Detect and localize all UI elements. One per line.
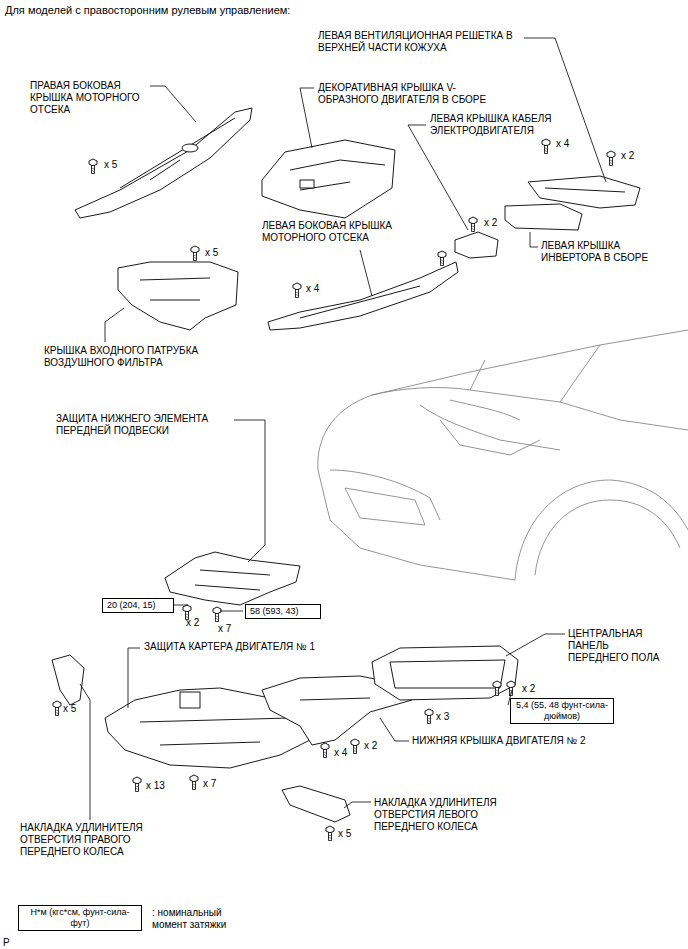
bolt-count: x 4 — [306, 283, 319, 295]
bolt-count: x 3 — [436, 711, 449, 723]
bolt-count: x 2 — [364, 740, 377, 752]
part-label: КРЫШКА ВХОДНОГО ПАТРУБКА ВОЗДУШНОГО ФИЛЬ… — [44, 345, 216, 369]
part-label: НАКЛАДКА УДЛИНИТЕЛЯ ОТВЕРСТИЯ ЛЕВОГО ПЕР… — [374, 797, 514, 833]
bolt-count: x 2 — [621, 150, 634, 162]
torque-value: 58 (593, 43) — [250, 606, 316, 617]
bolt-count: x 4 — [556, 138, 569, 150]
torque-box: 20 (204, 15) — [102, 598, 174, 613]
bolt-count: x 7 — [218, 623, 231, 635]
part-label: P — [3, 937, 10, 949]
bolt-count: x 5 — [63, 703, 76, 715]
bolt-count: x 5 — [104, 159, 117, 171]
part-label: ЛЕВАЯ БОКОВАЯ КРЫШКА МОТОРНОГО ОТСЕКА — [262, 220, 412, 244]
part-label: ДЕКОРАТИВНАЯ КРЫШКА V-ОБРАЗНОГО ДВИГАТЕЛ… — [318, 82, 516, 106]
torque-value: Н*м (кгс*см, фунт-сила-фут) — [23, 907, 137, 929]
part-label: НИЖНЯЯ КРЫШКА ДВИГАТЕЛЯ № 2 — [412, 735, 632, 747]
car-outline — [318, 330, 688, 580]
bolt-count: x 4 — [334, 747, 347, 759]
bolt-count: x 2 — [484, 217, 497, 229]
part-label: ЦЕНТРАЛЬНАЯ ПАНЕЛЬ ПЕРЕДНЕГО ПОЛА — [568, 628, 668, 664]
part-label: ЗАЩИТА КАРТЕРА ДВИГАТЕЛЯ № 1 — [144, 641, 364, 653]
part-shapes — [52, 108, 640, 822]
part-label: ЛЕВАЯ КРЫШКА ИНВЕРТОРА В СБОРЕ — [541, 240, 666, 264]
part-label: НАКЛАДКА УДЛИНИТЕЛЯ ОТВЕРСТИЯ ПРАВОГО ПЕ… — [20, 822, 165, 858]
part-label: ПРАВАЯ БОКОВАЯ КРЫШКА МОТОРНОГО ОТСЕКА — [30, 80, 148, 116]
part-label: : номинальный момент затяжки — [152, 907, 242, 931]
diagram-title: Для моделей с правосторонним рулевым упр… — [5, 4, 290, 17]
torque-value: 20 (204, 15) — [107, 600, 169, 611]
part-label: ЛЕВАЯ ВЕНТИЛЯЦИОННАЯ РЕШЕТКА В ВЕРХНЕЙ Ч… — [318, 30, 518, 54]
bolt-count: x 13 — [146, 780, 165, 792]
bolt-count: x 5 — [338, 828, 351, 840]
torque-box: 58 (593, 43) — [245, 604, 321, 619]
part-label: ЛЕВАЯ КРЫШКА КАБЕЛЯ ЭЛЕКТРОДВИГАТЕЛЯ — [430, 113, 570, 137]
bolt-count: x 7 — [203, 778, 216, 790]
torque-box: 5,4 (55, 48 фунт-сила-дюймов) — [510, 698, 614, 724]
bolt-count: x 2 — [522, 683, 535, 695]
legend-box: Н*м (кгс*см, фунт-сила-фут) — [18, 905, 142, 931]
torque-value: 5,4 (55, 48 фунт-сила-дюймов) — [515, 700, 609, 722]
bolt-count: x 5 — [205, 247, 218, 259]
part-label: ЗАЩИТА НИЖНЕГО ЭЛЕМЕНТА ПЕРЕДНЕЙ ПОДВЕСК… — [56, 413, 231, 437]
bolt-count: x 2 — [186, 617, 199, 629]
